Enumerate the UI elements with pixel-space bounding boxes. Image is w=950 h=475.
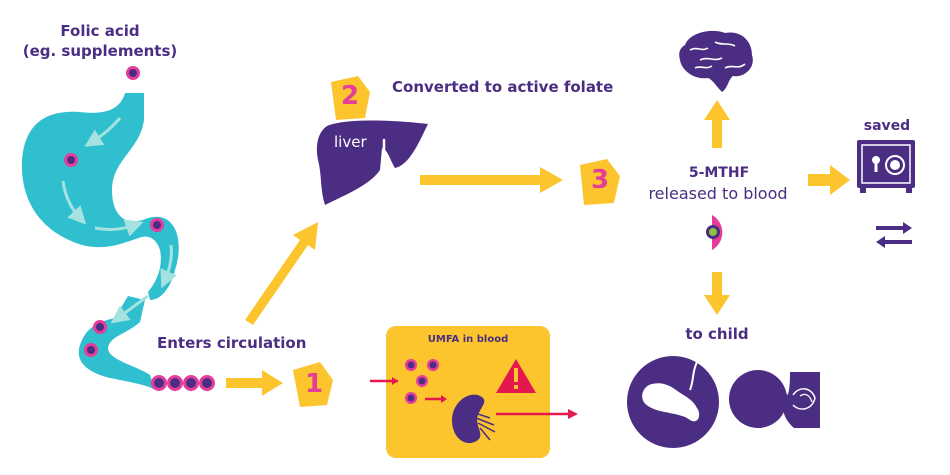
- folate-cell-icon: [706, 215, 723, 250]
- breastfeeding-icon: [729, 370, 820, 428]
- step-number-3: 3: [590, 165, 610, 195]
- mthf-label: 5-MTHF: [688, 165, 750, 181]
- arrow-to-liver: [245, 222, 318, 325]
- safe-icon: [857, 140, 915, 193]
- liver-icon: [316, 120, 428, 205]
- to-child-label: to child: [685, 325, 749, 343]
- stomach-intestine-icon: [21, 93, 179, 390]
- saved-label: saved: [863, 118, 911, 134]
- umfa-box: [370, 326, 578, 458]
- arrow-to-step3: [420, 167, 563, 193]
- umfa-label: UMFA in blood: [427, 334, 509, 345]
- brain-icon: [679, 30, 753, 92]
- arrow-to-saved: [808, 165, 850, 195]
- step-badge-3: [580, 159, 620, 205]
- step-badge-2: [331, 76, 370, 120]
- fetus-icon: [627, 356, 719, 448]
- step-number-1: 1: [304, 369, 324, 399]
- folic-acid-title: Folic acid: [60, 22, 140, 40]
- enters-circulation-label: Enters circulation: [157, 334, 307, 352]
- arrow-to-step1: [226, 370, 283, 396]
- folic-acid-subtitle: (eg. supplements): [22, 42, 178, 60]
- flow-arrows: [226, 100, 850, 396]
- folic-acid-label: Folic acid (eg. supplements): [0, 21, 200, 61]
- arrow-to-child: [704, 272, 730, 315]
- arrow-to-brain: [704, 100, 730, 148]
- step-number-2: 2: [340, 81, 360, 111]
- step-badge-1: [293, 362, 333, 407]
- kidney-icon: [452, 394, 496, 444]
- warning-icon: [496, 359, 536, 393]
- converted-label: Converted to active folate: [392, 78, 614, 96]
- liver-label: liver: [334, 133, 367, 151]
- released-label: released to blood: [648, 184, 788, 203]
- exchange-arrows-icon: [876, 222, 912, 248]
- folic-acid-molecules: [64, 66, 215, 391]
